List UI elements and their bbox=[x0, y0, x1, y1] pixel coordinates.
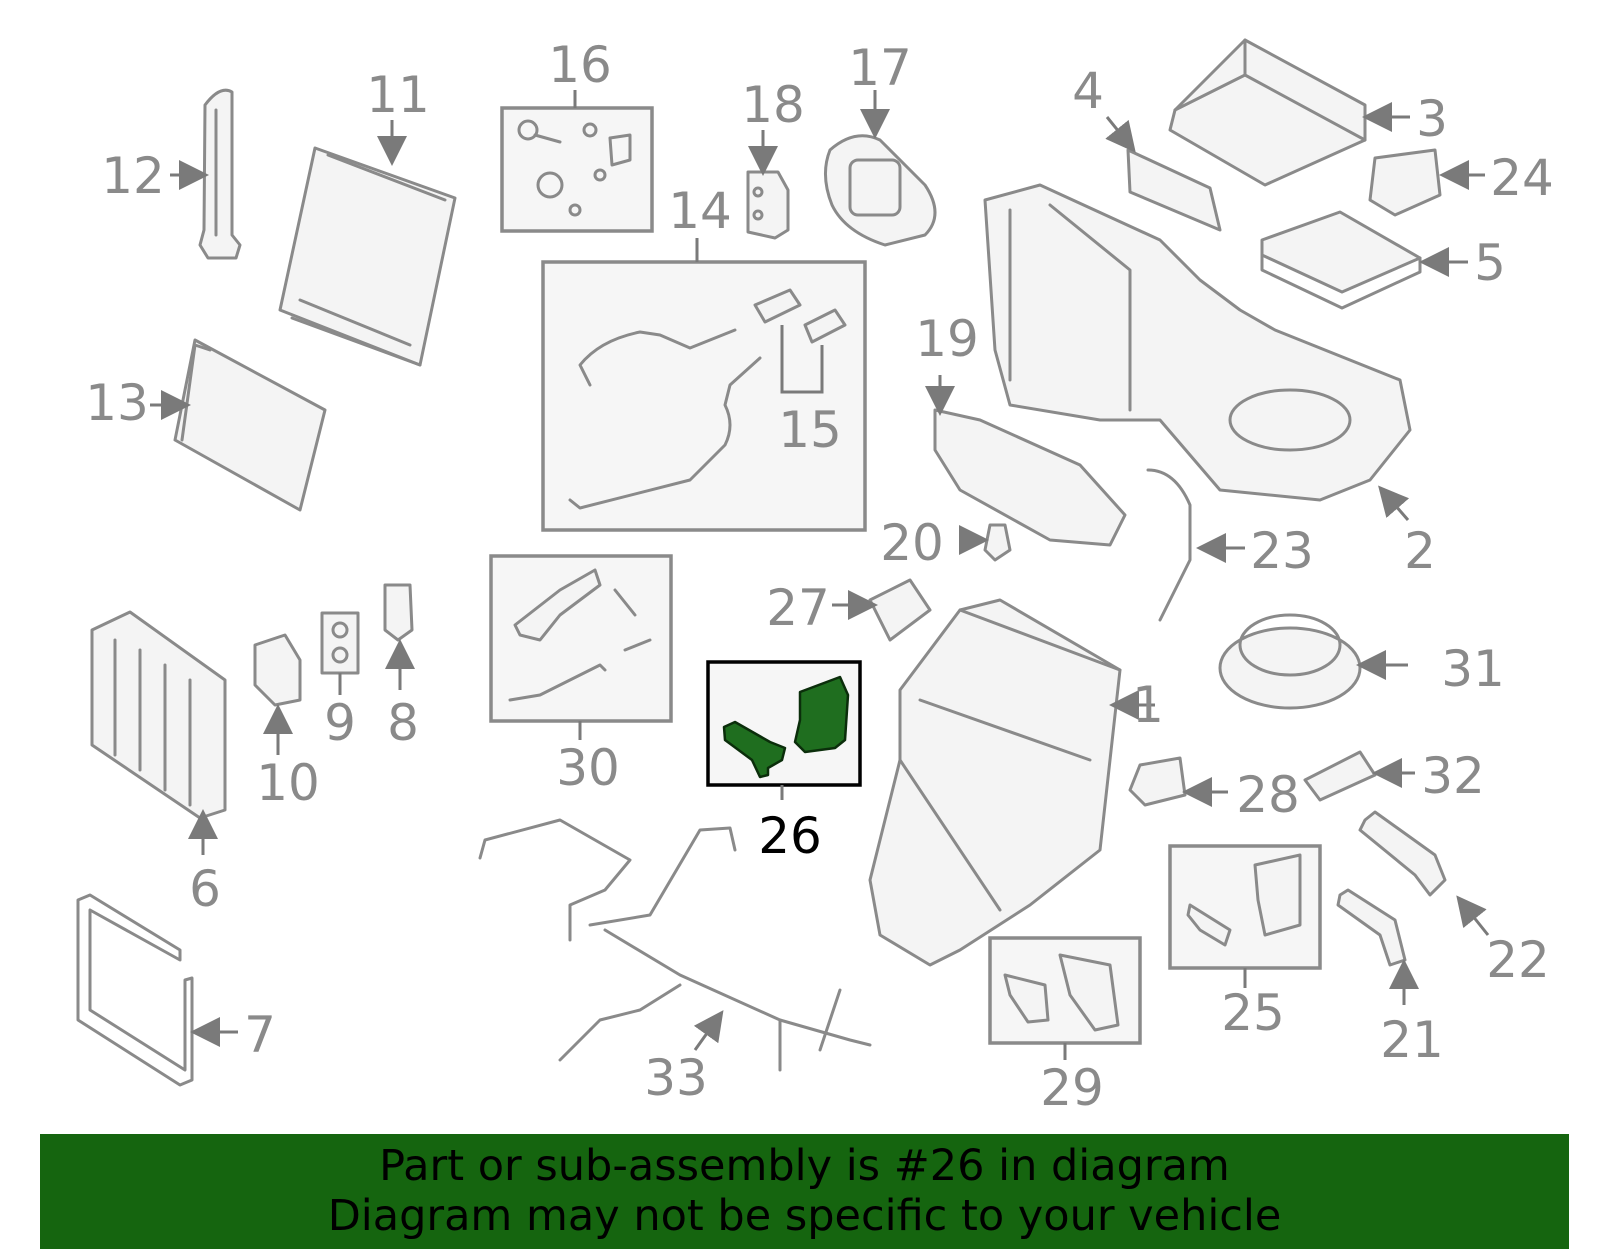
callout-20: 20 bbox=[880, 514, 944, 572]
callout-8: 8 bbox=[387, 694, 419, 752]
callout-18: 18 bbox=[741, 76, 805, 134]
callout-15: 15 bbox=[778, 401, 842, 459]
callout-12: 12 bbox=[101, 147, 165, 205]
banner-line-1: Part or sub-assembly is #26 in diagram bbox=[379, 1141, 1230, 1191]
callout-31: 31 bbox=[1441, 640, 1505, 698]
part-23-hose bbox=[1146, 468, 1192, 622]
part-1-housing-lower bbox=[868, 598, 1122, 967]
callout-21: 21 bbox=[1380, 1011, 1444, 1069]
callout-1: 1 bbox=[1132, 676, 1164, 734]
part-32-component bbox=[1303, 750, 1377, 802]
part-21-sensor bbox=[1336, 888, 1407, 967]
callout-2: 2 bbox=[1404, 522, 1436, 580]
callout-11: 11 bbox=[366, 66, 430, 124]
banner-line-2: Diagram may not be specific to your vehi… bbox=[327, 1191, 1282, 1241]
callout-26: 26 bbox=[758, 807, 822, 865]
group-box-14 bbox=[541, 260, 867, 532]
callout-5: 5 bbox=[1474, 234, 1506, 292]
callout-30: 30 bbox=[556, 739, 620, 797]
part-19-duct bbox=[933, 408, 1127, 547]
callout-6: 6 bbox=[189, 860, 221, 918]
callout-17: 17 bbox=[848, 39, 912, 97]
callout-14: 14 bbox=[668, 182, 732, 240]
part-5-filter bbox=[1260, 210, 1422, 310]
callout-22: 22 bbox=[1486, 931, 1550, 989]
part-8-switch bbox=[383, 583, 414, 642]
callout-32: 32 bbox=[1421, 747, 1485, 805]
part-22-sensor bbox=[1358, 810, 1447, 897]
callout-27: 27 bbox=[766, 579, 830, 637]
part-33-harness bbox=[478, 818, 872, 1072]
info-banner: Part or sub-assembly is #26 in diagram D… bbox=[40, 1134, 1569, 1249]
part-11-heater-core bbox=[278, 146, 457, 367]
callout-13: 13 bbox=[85, 374, 149, 432]
part-25-assembly bbox=[1186, 853, 1302, 947]
callout-25: 25 bbox=[1221, 984, 1285, 1042]
callout-16: 16 bbox=[548, 36, 612, 94]
part-16-hardware bbox=[517, 119, 632, 217]
callout-23: 23 bbox=[1250, 522, 1314, 580]
part-28-actuator bbox=[1128, 756, 1187, 807]
part-14-pipes bbox=[568, 328, 762, 510]
callout-10: 10 bbox=[256, 754, 320, 812]
callout-29: 29 bbox=[1040, 1059, 1104, 1117]
part-15-caps bbox=[753, 288, 847, 344]
part-17-gasket bbox=[824, 134, 937, 247]
part-31-blower bbox=[1218, 613, 1362, 710]
part-13-radiator bbox=[173, 338, 327, 512]
part-6-evaporator bbox=[90, 610, 227, 820]
part-3-housing bbox=[1168, 38, 1367, 187]
callout-7: 7 bbox=[244, 1006, 276, 1064]
callout-4: 4 bbox=[1072, 62, 1104, 120]
part-hvac-housing-upper bbox=[983, 183, 1412, 502]
part-20-bolt bbox=[983, 523, 1012, 562]
leader-lines bbox=[150, 90, 1490, 1060]
part-9-gasket bbox=[320, 611, 360, 675]
part-4-duct bbox=[1126, 148, 1222, 232]
callout-33: 33 bbox=[644, 1049, 708, 1107]
callout-3: 3 bbox=[1416, 90, 1448, 148]
part-26-highlighted bbox=[722, 675, 850, 779]
part-10-valve bbox=[253, 633, 302, 707]
group-box-16 bbox=[500, 106, 654, 233]
part-12-bracket bbox=[198, 88, 242, 260]
part-18-valve bbox=[746, 170, 790, 240]
callout-28: 28 bbox=[1236, 766, 1300, 824]
callout-24: 24 bbox=[1490, 149, 1554, 207]
part-27-sensor bbox=[868, 578, 932, 642]
part-24-actuator bbox=[1368, 148, 1442, 217]
part-29-assembly bbox=[1003, 953, 1120, 1032]
callout-19: 19 bbox=[915, 310, 979, 368]
callout-9: 9 bbox=[324, 694, 356, 752]
part-7-seal bbox=[76, 893, 194, 1087]
part-30-linkage bbox=[508, 568, 652, 702]
